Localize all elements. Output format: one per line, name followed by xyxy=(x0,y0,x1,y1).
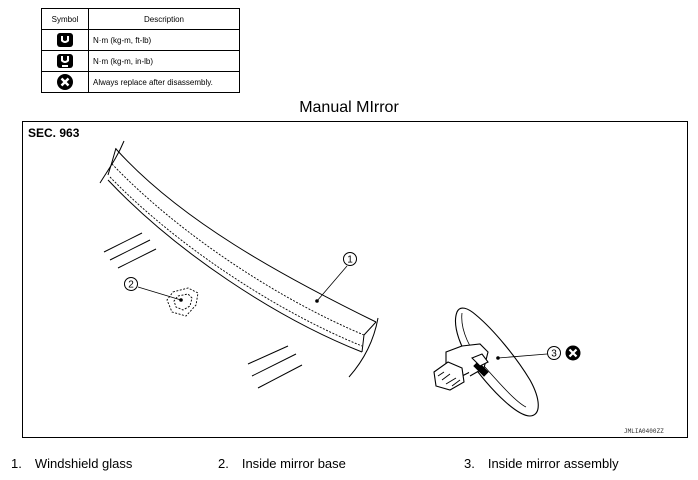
inside-mirror-assembly xyxy=(433,307,539,417)
callout-leaders xyxy=(137,265,548,360)
figure-title: Manual MIrror xyxy=(299,99,399,116)
legend-symbol-cell xyxy=(41,29,89,51)
callout-1: 1 xyxy=(343,252,357,266)
callout-2: 2 xyxy=(124,277,138,291)
part-item-3: 3. Inside mirror assembly xyxy=(464,456,619,471)
figure-frame xyxy=(22,121,688,438)
replace-x-icon xyxy=(57,74,73,90)
part-number: 2. xyxy=(218,456,229,471)
callout-3: 3 xyxy=(547,346,561,360)
symbol-legend-table: Symbol Description N·m (kg-m, ft-lb) N·m… xyxy=(41,8,240,93)
callout-3-label: 3 xyxy=(551,349,557,360)
callout-1-label: 1 xyxy=(347,255,353,266)
part-item-1: 1. Windshield glass xyxy=(11,456,132,471)
section-number: SEC. 963 xyxy=(28,126,80,140)
part-label: Windshield glass xyxy=(34,456,133,471)
part-label: Inside mirror assembly xyxy=(487,456,619,471)
part-label: Inside mirror base xyxy=(241,456,346,471)
windshield-glass xyxy=(99,140,379,378)
replace-x-icon xyxy=(565,345,581,361)
inside-mirror-base xyxy=(166,287,199,317)
part-item-2: 2. Inside mirror base xyxy=(218,456,346,471)
part-number: 3. xyxy=(464,456,475,471)
illustration-code: JMLIA0400ZZ xyxy=(624,428,664,435)
part-number: 1. xyxy=(11,456,22,471)
glass-reflection-lines xyxy=(103,232,303,389)
torque-wrench-small-icon xyxy=(57,54,73,68)
legend-description-3: Always replace after disassembly. xyxy=(88,71,240,93)
torque-wrench-icon xyxy=(57,33,73,47)
callout-2-label: 2 xyxy=(128,280,134,291)
